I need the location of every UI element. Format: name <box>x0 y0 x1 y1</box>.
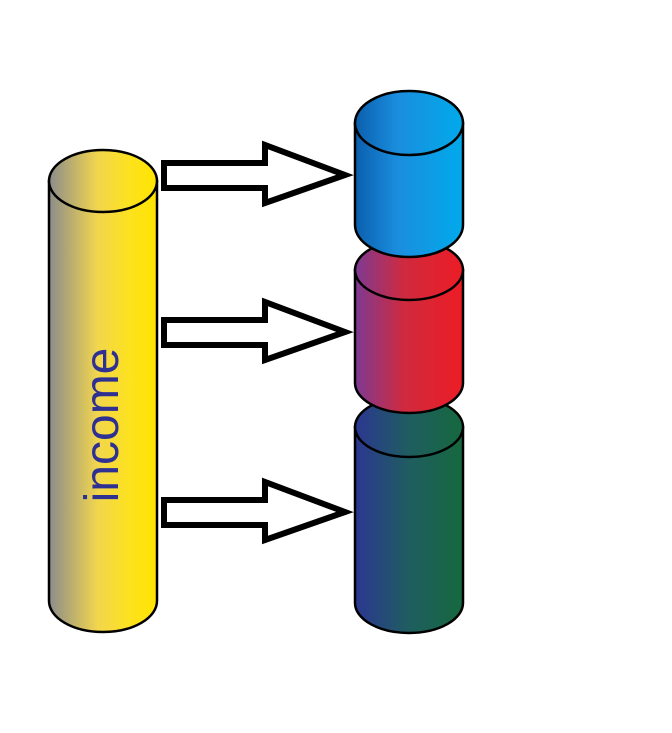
green-cylinder <box>353 395 465 635</box>
blue-cylinder <box>353 89 465 259</box>
red-cylinder <box>353 238 465 415</box>
income-cylinder: income <box>47 148 159 634</box>
arrow-to-red <box>161 297 354 365</box>
arrow-to-blue <box>161 140 354 208</box>
arrow-to-green <box>161 477 354 545</box>
income-label: income <box>76 348 129 503</box>
